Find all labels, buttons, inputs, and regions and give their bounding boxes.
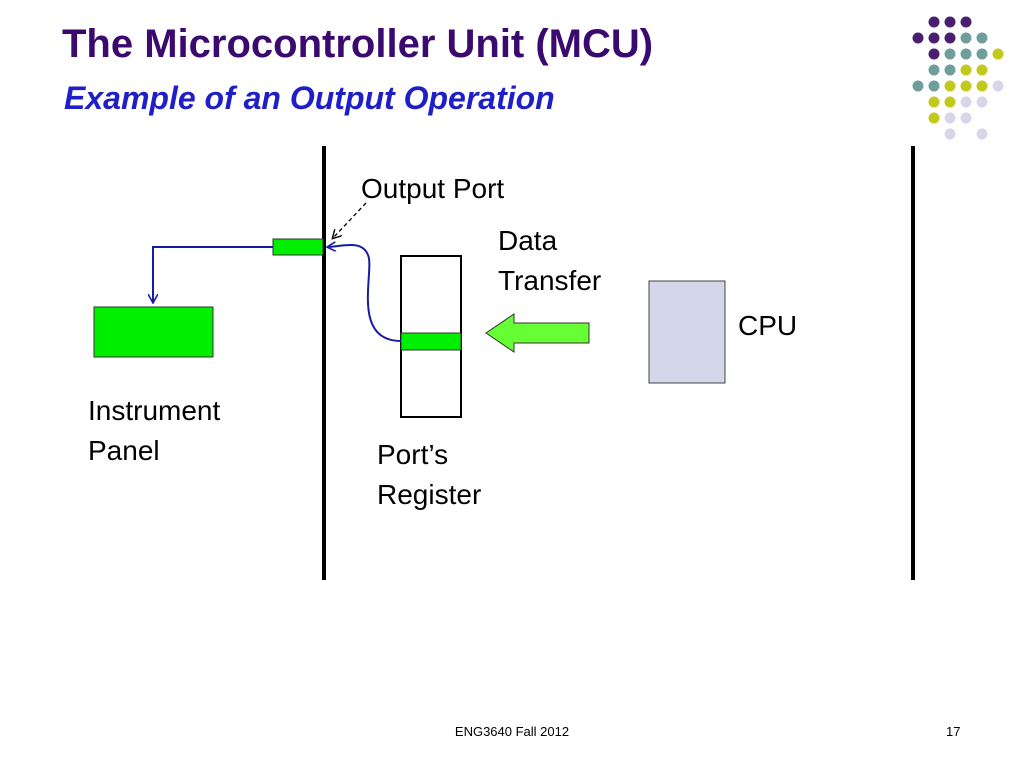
- decor-dot: [944, 32, 956, 44]
- decor-dot: [912, 80, 924, 92]
- decor-dot: [960, 64, 972, 76]
- page-number: 17: [946, 724, 961, 739]
- instrument-panel-box: [93, 306, 214, 358]
- output-port-box: [272, 238, 324, 256]
- ports-register-label: Port’s Register: [377, 435, 481, 515]
- decor-dot: [992, 80, 1004, 92]
- cpu-box: [648, 280, 726, 384]
- instrument-panel-label-line2: Panel: [88, 435, 160, 466]
- decor-dot: [944, 96, 956, 108]
- footer-text: ENG3640 Fall 2012: [454, 724, 570, 739]
- decor-dot: [960, 96, 972, 108]
- decor-dot: [960, 32, 972, 44]
- decor-dot: [928, 16, 940, 28]
- decor-dot: [976, 80, 988, 92]
- register-to-port-connector: [328, 245, 402, 342]
- cpu-label: CPU: [738, 310, 798, 341]
- decor-dot: [976, 32, 988, 44]
- instrument-panel-label: Instrument Panel: [88, 391, 220, 471]
- decor-dot: [944, 112, 956, 124]
- decor-dot: [928, 96, 940, 108]
- port-to-panel-connector: [153, 246, 273, 302]
- decor-dot: [928, 112, 940, 124]
- instrument-panel-label-line1: Instrument: [88, 395, 221, 426]
- ports-register-label-line2: Register: [377, 479, 482, 510]
- output-port-label: Output Port: [361, 173, 505, 204]
- data-transfer-arrow: [485, 313, 590, 353]
- data-transfer-label: Data Transfer: [498, 221, 601, 301]
- decor-dot: [928, 80, 940, 92]
- decor-dot: [944, 80, 956, 92]
- page-subtitle: Example of an Output Operation: [64, 80, 555, 116]
- data-transfer-label-line2: Transfer: [498, 265, 602, 296]
- decorative-dot-grid: [912, 16, 1004, 140]
- decor-dot: [944, 128, 956, 140]
- decor-dot: [976, 48, 988, 60]
- decor-dot: [928, 48, 940, 60]
- output-port-pointer: [333, 202, 367, 238]
- decor-dot: [928, 32, 940, 44]
- decor-dot: [928, 64, 940, 76]
- data-transfer-label-line1: Data: [498, 225, 558, 256]
- decor-dot: [960, 80, 972, 92]
- decor-dot: [960, 16, 972, 28]
- decor-dot: [976, 128, 988, 140]
- decor-dot: [960, 112, 972, 124]
- decor-dot: [976, 96, 988, 108]
- decor-dot: [960, 48, 972, 60]
- decor-dot: [944, 16, 956, 28]
- decor-dot: [944, 48, 956, 60]
- ports-register-bit: [400, 332, 462, 351]
- page-title: The Microcontroller Unit (MCU): [62, 22, 654, 66]
- decor-dot: [944, 64, 956, 76]
- decor-dot: [976, 64, 988, 76]
- decor-dot: [992, 48, 1004, 60]
- ports-register-label-line1: Port’s: [377, 439, 449, 470]
- decor-dot: [912, 32, 924, 44]
